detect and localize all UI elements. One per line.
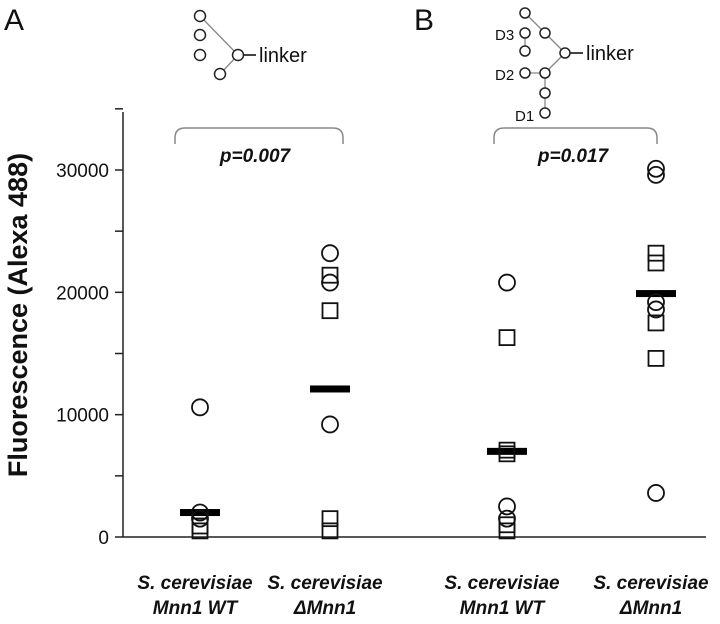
mannose-node [519,67,531,79]
glycan-structure [193,9,256,81]
median-bar [310,385,350,393]
p-value-label: p=0.017 [537,146,610,167]
mannose-node [539,87,551,99]
glycan-branch-label: D3 [495,27,514,44]
data-point-circle [321,244,339,263]
data-point-square [321,522,339,540]
y-tick-label: 30000 [56,161,109,182]
data-point-square [498,522,516,540]
data-point-square [321,266,339,284]
mannose-node [213,67,227,81]
mannose-node [539,67,551,79]
data-point-square [498,445,516,463]
glycan-bond [199,15,239,56]
mannose-node [539,107,551,119]
data-point-square [498,329,516,346]
median-bar [487,447,527,455]
data-point-circle [498,497,516,516]
data-point-square [647,254,665,272]
mannose-node [193,28,207,42]
category-label-line2: Mnn1 WT [460,598,546,619]
panel-letter: A [4,4,24,37]
data-point-circle [191,503,209,522]
data-point-circle [647,159,665,178]
p-value-label: p=0.007 [219,146,292,167]
category-label-line1: S. cerevisiae [593,573,709,594]
data-point-circle [321,415,339,434]
y-tick-label: 10000 [56,406,109,427]
category-label-line2: ΔMnn1 [619,598,682,619]
category-label-line1: S. cerevisiae [267,573,383,594]
mannose-node [519,45,531,57]
data-point-square [321,510,339,528]
y-tick-label: 0 [98,528,109,549]
data-point-square [321,302,339,320]
significance-bracket [174,127,344,144]
category-label-line2: Mnn1 WT [153,598,239,619]
data-point-circle [647,165,665,184]
median-bar [180,509,220,517]
data-point-square [647,314,665,332]
mannose-node [231,48,245,62]
data-point-circle [321,273,339,292]
y-tick-label: 20000 [56,283,109,304]
significance-bracket [493,127,658,144]
category-label-line2: ΔMnn1 [293,598,356,619]
data-point-square [647,244,665,262]
mannose-node [539,27,551,39]
glycan-linker-label: linker [586,43,634,65]
glycan-linker-label: linker [259,45,307,67]
data-point-circle [647,293,665,312]
glycan-branch-label: D2 [495,67,514,84]
data-point-square [191,522,209,540]
data-point-circle [191,398,209,417]
category-label-line1: S. cerevisiae [137,573,253,594]
data-point-circle [647,300,665,319]
mannose-node [519,27,531,39]
mannose-node [559,47,571,59]
y-axis-label: Fluorescence (Alexa 488) [3,153,33,477]
panel-letter: B [414,4,434,37]
mannose-node [193,48,207,62]
data-point-circle [498,273,516,292]
glycan-branch-label: D1 [515,108,534,125]
data-point-square [647,349,665,367]
mannose-node [193,9,207,23]
category-label-line1: S. cerevisiae [444,573,560,594]
mannose-node [519,7,531,19]
data-point-circle [647,484,665,502]
